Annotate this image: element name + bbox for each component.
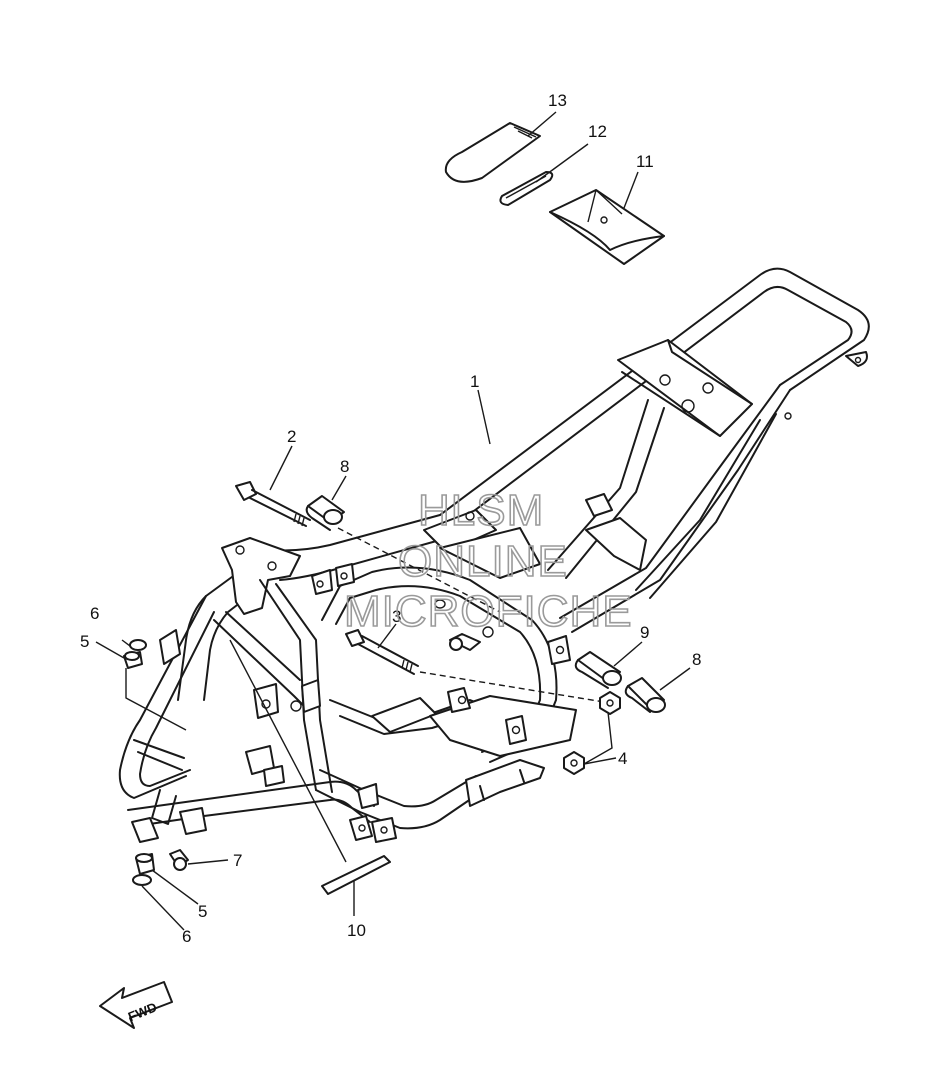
- fwd-arrow-icon: FWD: [99, 981, 173, 1029]
- part-12-band[interactable]: [499, 171, 554, 206]
- assembly-line-lower: [419, 671, 605, 703]
- watermark-line-1: HLSM: [418, 486, 544, 535]
- part-1-main-frame[interactable]: [118, 267, 870, 843]
- assembly-line-upper: [337, 527, 501, 613]
- part-2-bolt[interactable]: [235, 481, 311, 527]
- callouts: 13 12 11 1 2 8 3 9 8 4 6 5 7 5 6 10: [80, 91, 701, 946]
- part-4-nut-lower[interactable]: [563, 751, 585, 775]
- part-5-bushing-lower[interactable]: [135, 853, 155, 875]
- callout-1: 1: [470, 372, 479, 391]
- callout-9: 9: [640, 623, 649, 642]
- callout-5-lower: 5: [198, 902, 207, 921]
- callout-8-upper: 8: [340, 457, 349, 476]
- callout-6-upper: 6: [90, 604, 99, 623]
- part-4-nut-upper[interactable]: [599, 691, 621, 715]
- fwd-label: FWD: [126, 999, 159, 1024]
- part-9-collar[interactable]: [574, 651, 622, 689]
- callout-7: 7: [233, 851, 242, 870]
- leader-lines: [95, 111, 691, 931]
- part-3-bolt[interactable]: [345, 629, 419, 675]
- callout-4: 4: [618, 749, 627, 768]
- part-11-tool-bag[interactable]: [549, 189, 665, 265]
- part-10-plate[interactable]: [321, 855, 391, 895]
- watermark-line-3: MICROFICHE: [344, 587, 633, 636]
- part-5-bushing-upper[interactable]: [123, 651, 143, 669]
- callout-10: 10: [347, 921, 366, 940]
- part-8-collar-lower[interactable]: [624, 677, 666, 713]
- callout-11: 11: [636, 152, 654, 171]
- callout-5-upper: 5: [80, 632, 89, 651]
- part-8-collar-upper[interactable]: [305, 495, 345, 531]
- callout-2: 2: [287, 427, 296, 446]
- callout-8-lower: 8: [692, 650, 701, 669]
- part-6-ring-upper[interactable]: [129, 639, 147, 651]
- watermark: HLSM ONLINE MICROFICHE: [343, 485, 633, 637]
- part-13-label[interactable]: [444, 122, 541, 183]
- watermark-line-2: ONLINE: [398, 537, 568, 586]
- callout-6-lower: 6: [182, 927, 191, 946]
- mount-bolt-center[interactable]: [434, 599, 494, 651]
- part-6-ring-lower[interactable]: [132, 874, 152, 886]
- callout-13: 13: [548, 91, 567, 110]
- callout-12: 12: [588, 122, 607, 141]
- part-7-grease-nipple[interactable]: [169, 849, 189, 871]
- callout-3: 3: [392, 607, 401, 626]
